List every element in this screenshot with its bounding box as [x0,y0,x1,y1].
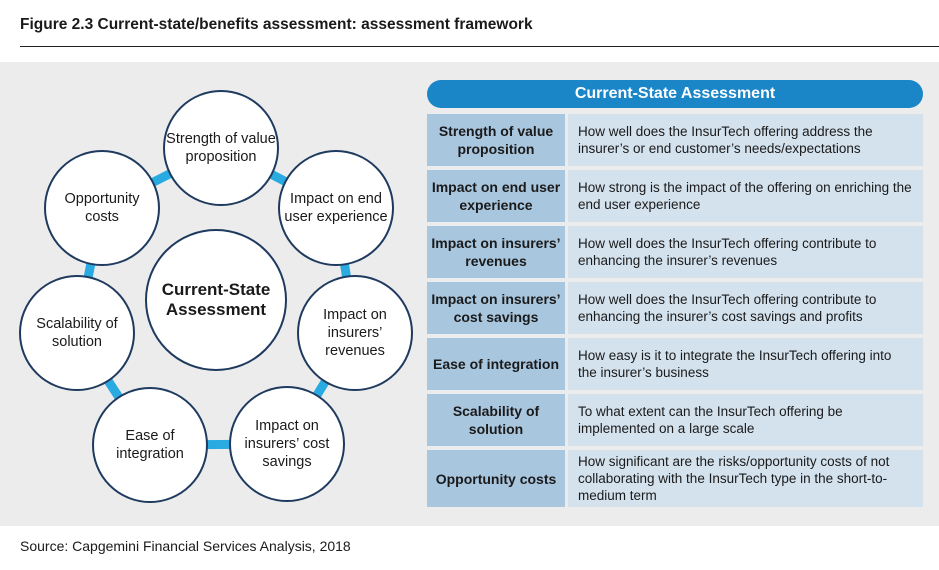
row-label: Impact on end user experience [427,170,565,222]
row-description: How well does the InsurTech offering add… [568,114,923,166]
assessment-diagram: Current-State Assessment Strength of val… [0,62,420,526]
center-circle [145,229,287,371]
row-description: How well does the InsurTech offering con… [568,282,923,334]
ring-node-circle [278,150,394,266]
node-impact-on-insurers-revenues: Impact on insurers’ revenues [323,307,387,359]
node-impact-on-end-user-experience: Impact on end user experience [284,191,388,225]
row-label: Scalability of solution [427,394,565,446]
table-header: Current-State Assessment [427,80,923,108]
ring-node-circle [19,275,135,391]
row-description: How strong is the impact of the offering… [568,170,923,222]
node-opportunity-costs: Opportunity costs [64,191,140,225]
ring-node-circle [163,90,279,206]
node-impact-on-insurers-cost-savings: Impact on insurers’ cost savings [244,418,330,470]
row-label: Impact on insurers’ cost savings [427,282,565,334]
title-divider [20,46,939,47]
row-description: How well does the InsurTech offering con… [568,226,923,278]
row-label: Ease of integration [427,338,565,390]
diagram-center-label: Current-State Assessment [161,280,271,319]
row-description: How easy is it to integrate the InsurTec… [568,338,923,390]
row-label: Impact on insurers’ revenues [427,226,565,278]
source-note: Source: Capgemini Financial Services Ana… [20,538,351,554]
node-ease-of-integration: Ease of integration [116,428,184,462]
row-label: Opportunity costs [427,450,565,507]
ring-node-circle [92,387,208,503]
node-strength-of-value-proposition: Strength of value proposition [166,131,276,165]
node-scalability-of-solution: Scalability of solution [36,316,118,350]
ring-node-circle [229,386,345,502]
row-label: Strength of value proposition [427,114,565,166]
assessment-table: Current-State Assessment Strength of val… [427,80,923,511]
figure-title: Figure 2.3 Current-state/benefits assess… [20,16,533,33]
row-description: To what extent can the InsurTech offerin… [568,394,923,446]
diagram-graphic [19,90,413,503]
ring-node-circle [297,275,413,391]
row-description: How significant are the risks/opportunit… [568,450,923,507]
ring-node-circle [44,150,160,266]
